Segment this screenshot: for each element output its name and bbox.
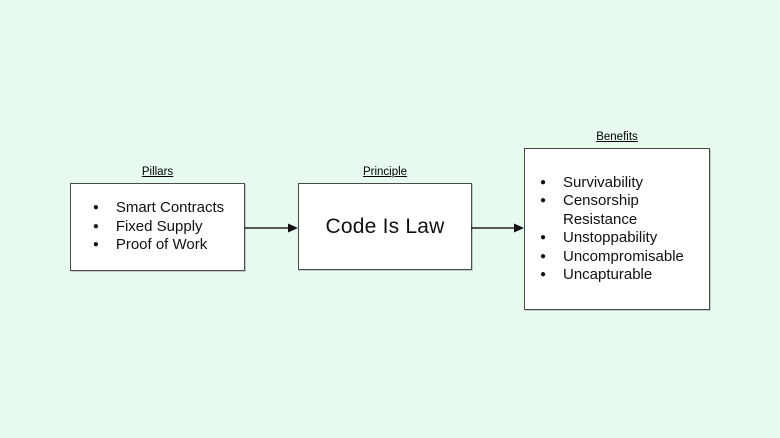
pillars-label: Pillars — [141, 166, 174, 178]
arrow-right-icon — [471, 223, 524, 233]
principle-box: Code Is Law — [298, 183, 472, 270]
list-item: Censorship Resistance — [538, 192, 696, 229]
benefits-label: Benefits — [596, 131, 638, 143]
list-item: Smart Contracts — [91, 199, 224, 218]
arrow-pillars-to-principle — [245, 220, 298, 236]
pillars-box: Smart Contracts Fixed Supply Proof of Wo… — [70, 183, 245, 271]
pillars-list: Smart Contracts Fixed Supply Proof of Wo… — [91, 199, 224, 255]
arrow-right-icon — [245, 223, 298, 233]
list-item: Uncompromisable — [538, 248, 696, 267]
list-item: Proof of Work — [91, 236, 224, 255]
list-item: Survivability — [538, 174, 696, 193]
principle-label: Principle — [362, 166, 408, 178]
principle-text: Code Is Law — [325, 214, 445, 238]
arrow-principle-to-benefits — [471, 220, 524, 236]
benefits-box: Survivability Censorship Resistance Unst… — [524, 148, 710, 310]
list-item: Fixed Supply — [91, 218, 224, 237]
benefits-list: Survivability Censorship Resistance Unst… — [538, 174, 696, 285]
list-item: Unstoppability — [538, 229, 696, 248]
list-item: Uncapturable — [538, 266, 696, 285]
